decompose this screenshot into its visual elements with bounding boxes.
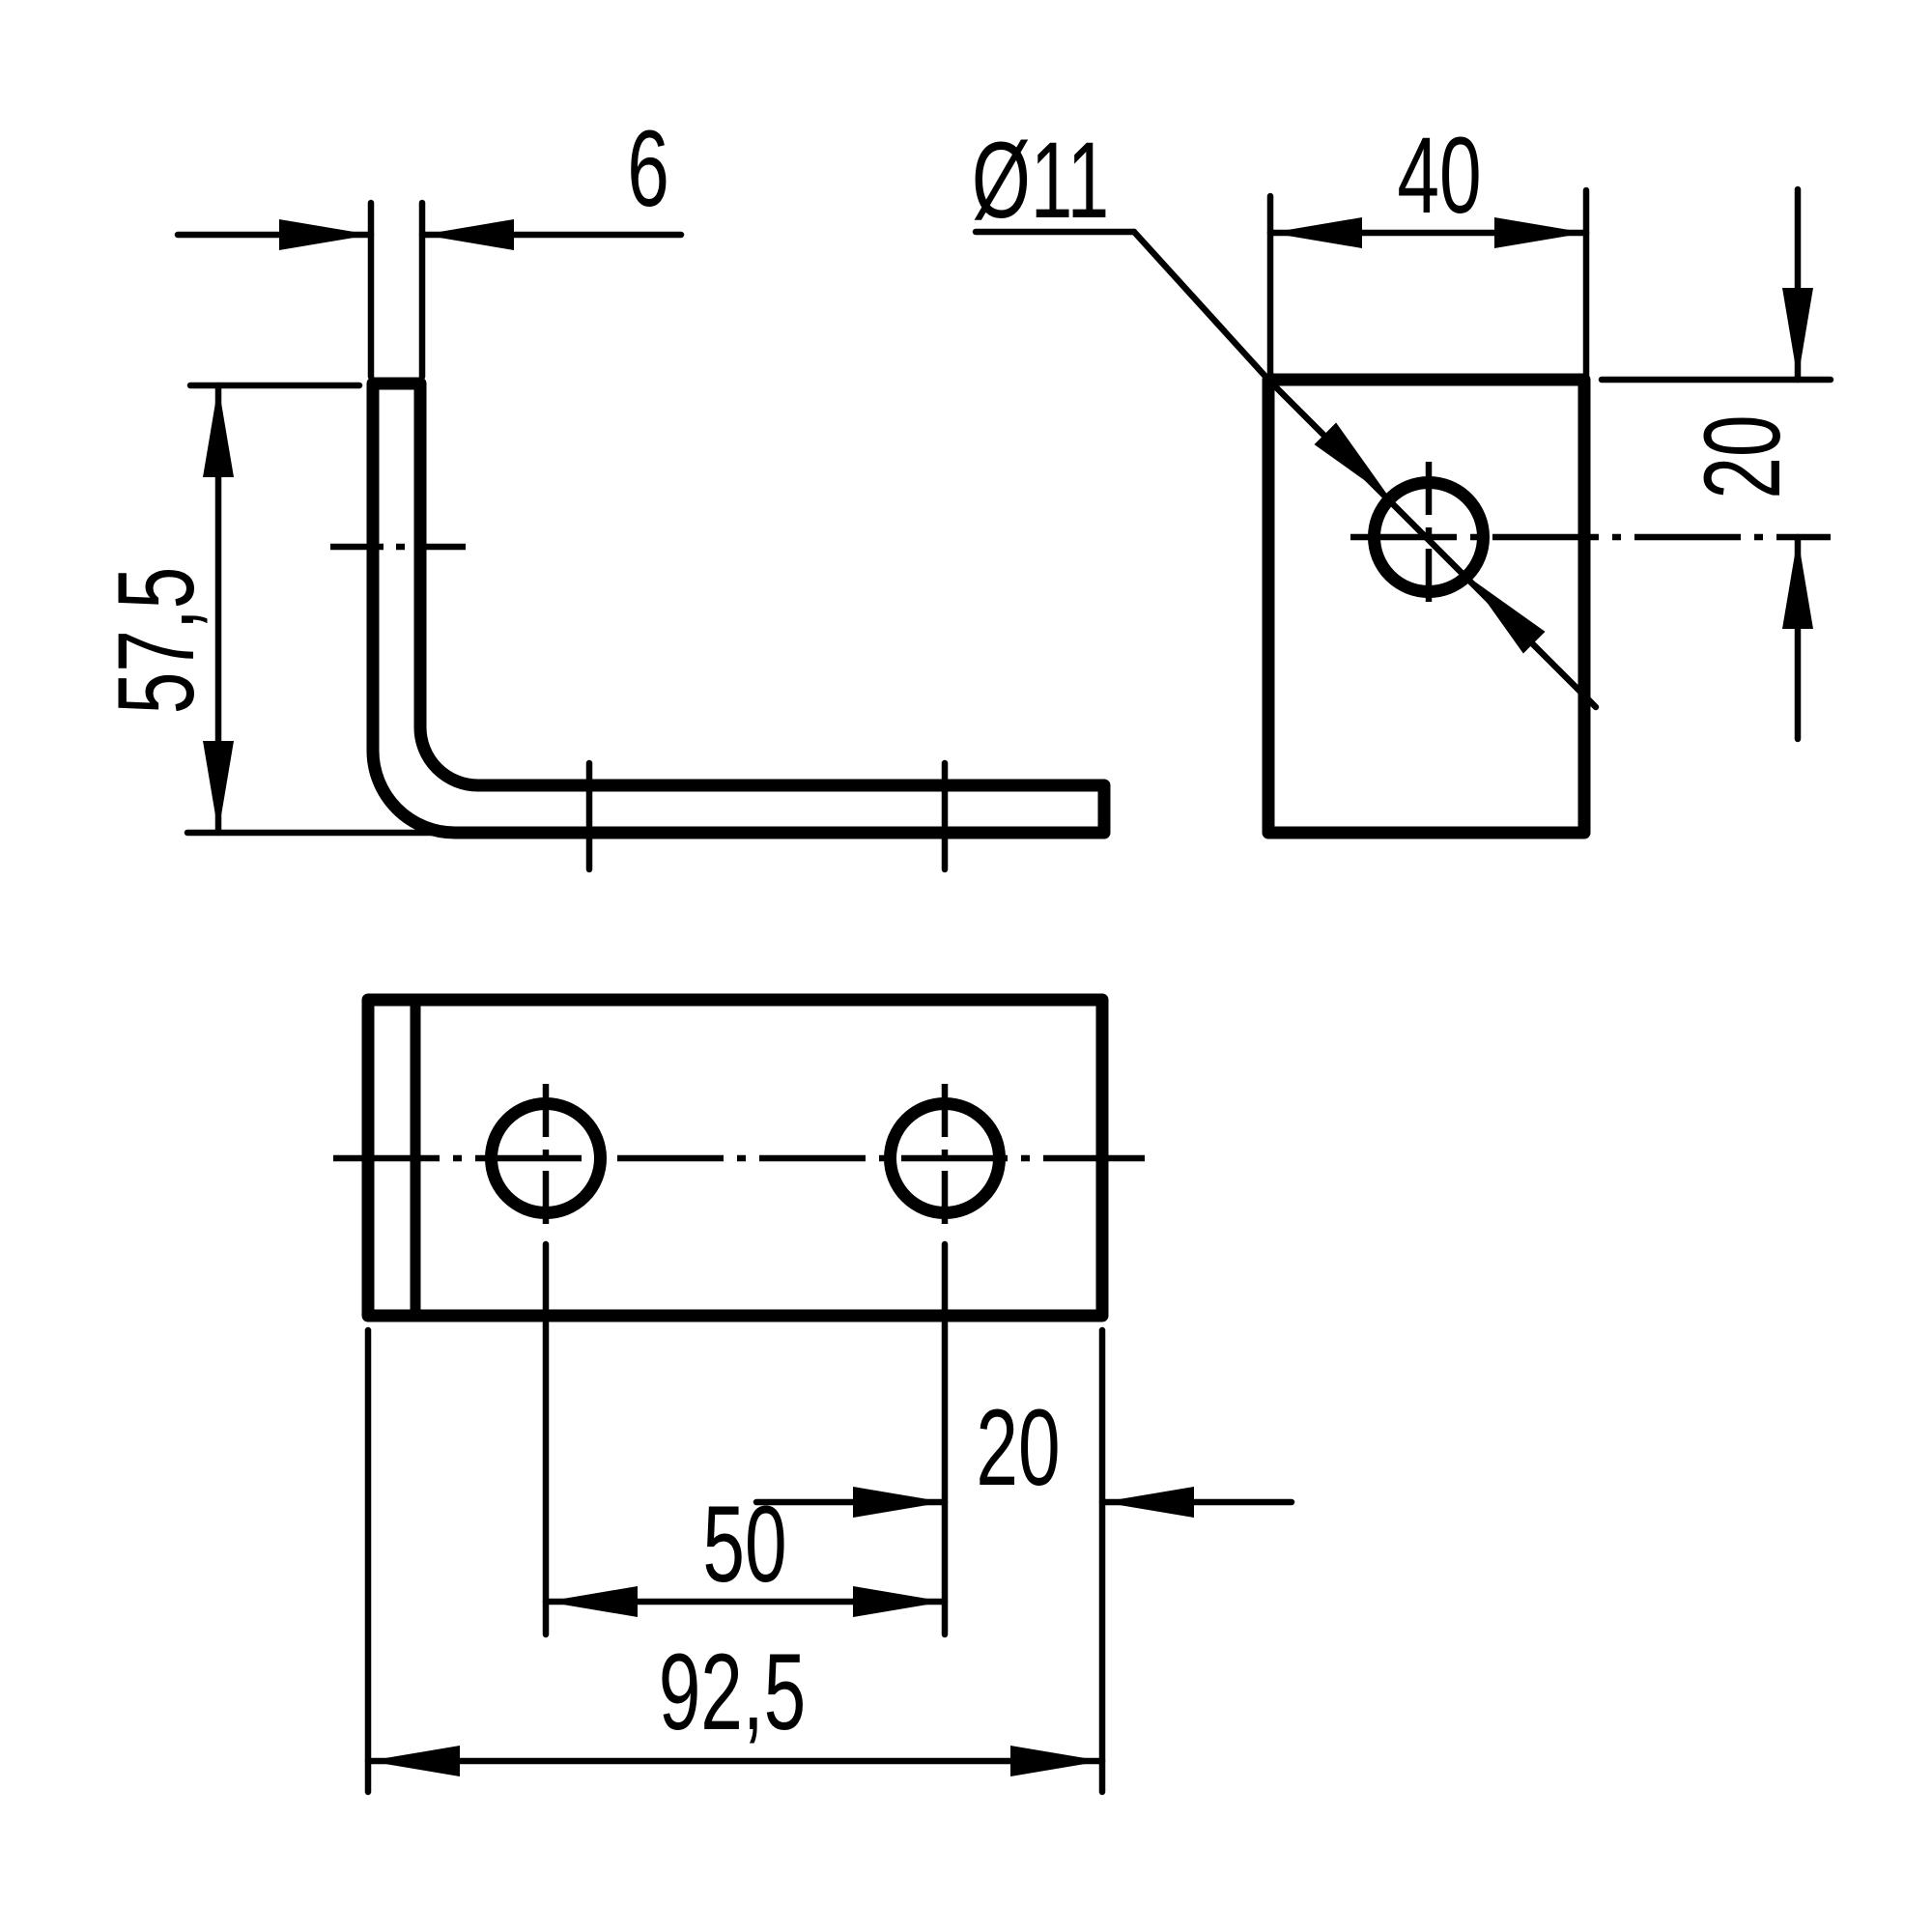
plan-view: 20 50 92,5 <box>333 993 1295 1796</box>
arrowhead-right-icon <box>1010 1746 1102 1776</box>
arrowhead-left-icon <box>546 1586 638 1617</box>
arrowhead-left-icon <box>1270 217 1362 248</box>
bracket-profile-outline <box>366 377 1111 839</box>
arrowhead-diagonal-icon <box>1469 578 1546 654</box>
arrowhead-up-icon <box>1782 537 1813 629</box>
dim-label-length: 92,5 <box>659 1632 807 1752</box>
dim-label-width: 40 <box>1397 115 1481 236</box>
arrowhead-left-icon <box>422 219 514 250</box>
end-view: 40 Ø11 20 <box>972 115 1834 839</box>
arrowhead-left-icon <box>1102 1487 1194 1518</box>
dim-label-hole-to-edge: 20 <box>976 1387 1060 1508</box>
dimension-length-92-5: 92,5 <box>364 1632 1106 1776</box>
dimension-hole-spacing-50: 50 <box>542 1484 949 1617</box>
arrowhead-diagonal-icon <box>1314 422 1390 498</box>
arrowhead-right-icon <box>279 219 371 250</box>
dim-label-hole-diameter: Ø11 <box>972 120 1109 241</box>
dim-label-hole-offset: 20 <box>1682 414 1803 498</box>
leader-line <box>1130 228 1272 384</box>
dim-label-height: 57,5 <box>96 567 216 715</box>
diameter-line <box>1264 376 1600 711</box>
dimension-height-57-5: 57,5 <box>96 382 469 837</box>
dimension-hole-to-edge-20: 20 <box>753 1387 1295 1518</box>
dim-label-thickness: 6 <box>627 108 669 229</box>
arrowhead-right-icon <box>1494 217 1586 248</box>
dim-label-hole-spacing: 50 <box>702 1484 786 1605</box>
end-view-outline <box>1262 373 1591 839</box>
arrowhead-left-icon <box>368 1746 460 1776</box>
arrowhead-down-icon <box>1782 288 1813 380</box>
dimension-width-40: 40 <box>1266 115 1590 379</box>
arrowhead-up-icon <box>203 385 234 477</box>
dimension-hole-offset-20: 20 <box>1598 185 1834 743</box>
dimension-thickness-6: 6 <box>174 108 685 381</box>
side-view: 6 57,5 <box>96 108 1111 873</box>
arrowhead-right-icon <box>853 1586 945 1617</box>
arrowhead-right-icon <box>853 1487 945 1518</box>
leader-hole-diameter: Ø11 <box>972 120 1600 711</box>
arrowhead-down-icon <box>203 741 234 833</box>
